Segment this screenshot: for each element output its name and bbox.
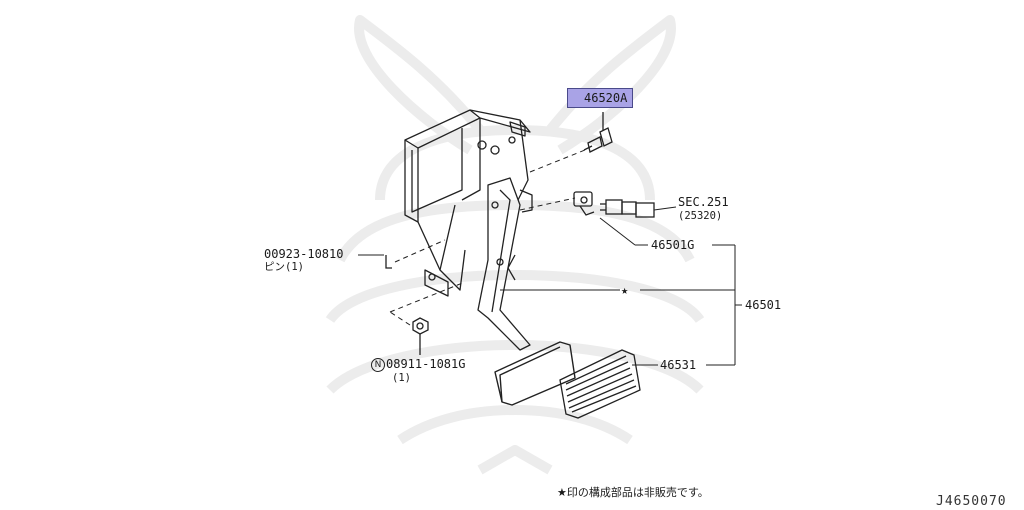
callout-sec-251[interactable]: SEC.251: [678, 195, 729, 209]
callout-46501G[interactable]: 46501G: [651, 238, 695, 252]
callout-46501[interactable]: 46501: [745, 298, 782, 312]
pedal-bracket: [404, 109, 531, 297]
nut-badge: N: [371, 358, 385, 372]
pin: [385, 255, 392, 269]
guide-lines: [389, 149, 586, 326]
pedal-pad: [494, 341, 576, 406]
callout-46531[interactable]: 46531: [660, 358, 697, 372]
callout-pin-qty: ピン(1): [264, 261, 304, 273]
callout-08911-1081G[interactable]: 08911-1081G: [386, 357, 466, 371]
star-marker: ★: [621, 283, 629, 297]
rubber-pad: [559, 349, 641, 419]
nut: [412, 317, 429, 355]
pedal-arm: [477, 177, 533, 351]
sec-connector: [600, 199, 655, 218]
diagram-code: J4650070: [936, 494, 1007, 509]
bolt: [583, 112, 613, 153]
callout-46520A[interactable]: 46520A: [567, 88, 634, 108]
callout-sec-251-sub: (25320): [678, 210, 723, 222]
callout-nut-qty: (1): [392, 372, 411, 384]
stop-lamp-switch: [573, 191, 595, 216]
footnote: ★印の構成部品は非販売です。: [557, 486, 709, 499]
callout-00923-10810[interactable]: 00923-10810: [264, 247, 344, 261]
leader-lines: [358, 206, 742, 366]
